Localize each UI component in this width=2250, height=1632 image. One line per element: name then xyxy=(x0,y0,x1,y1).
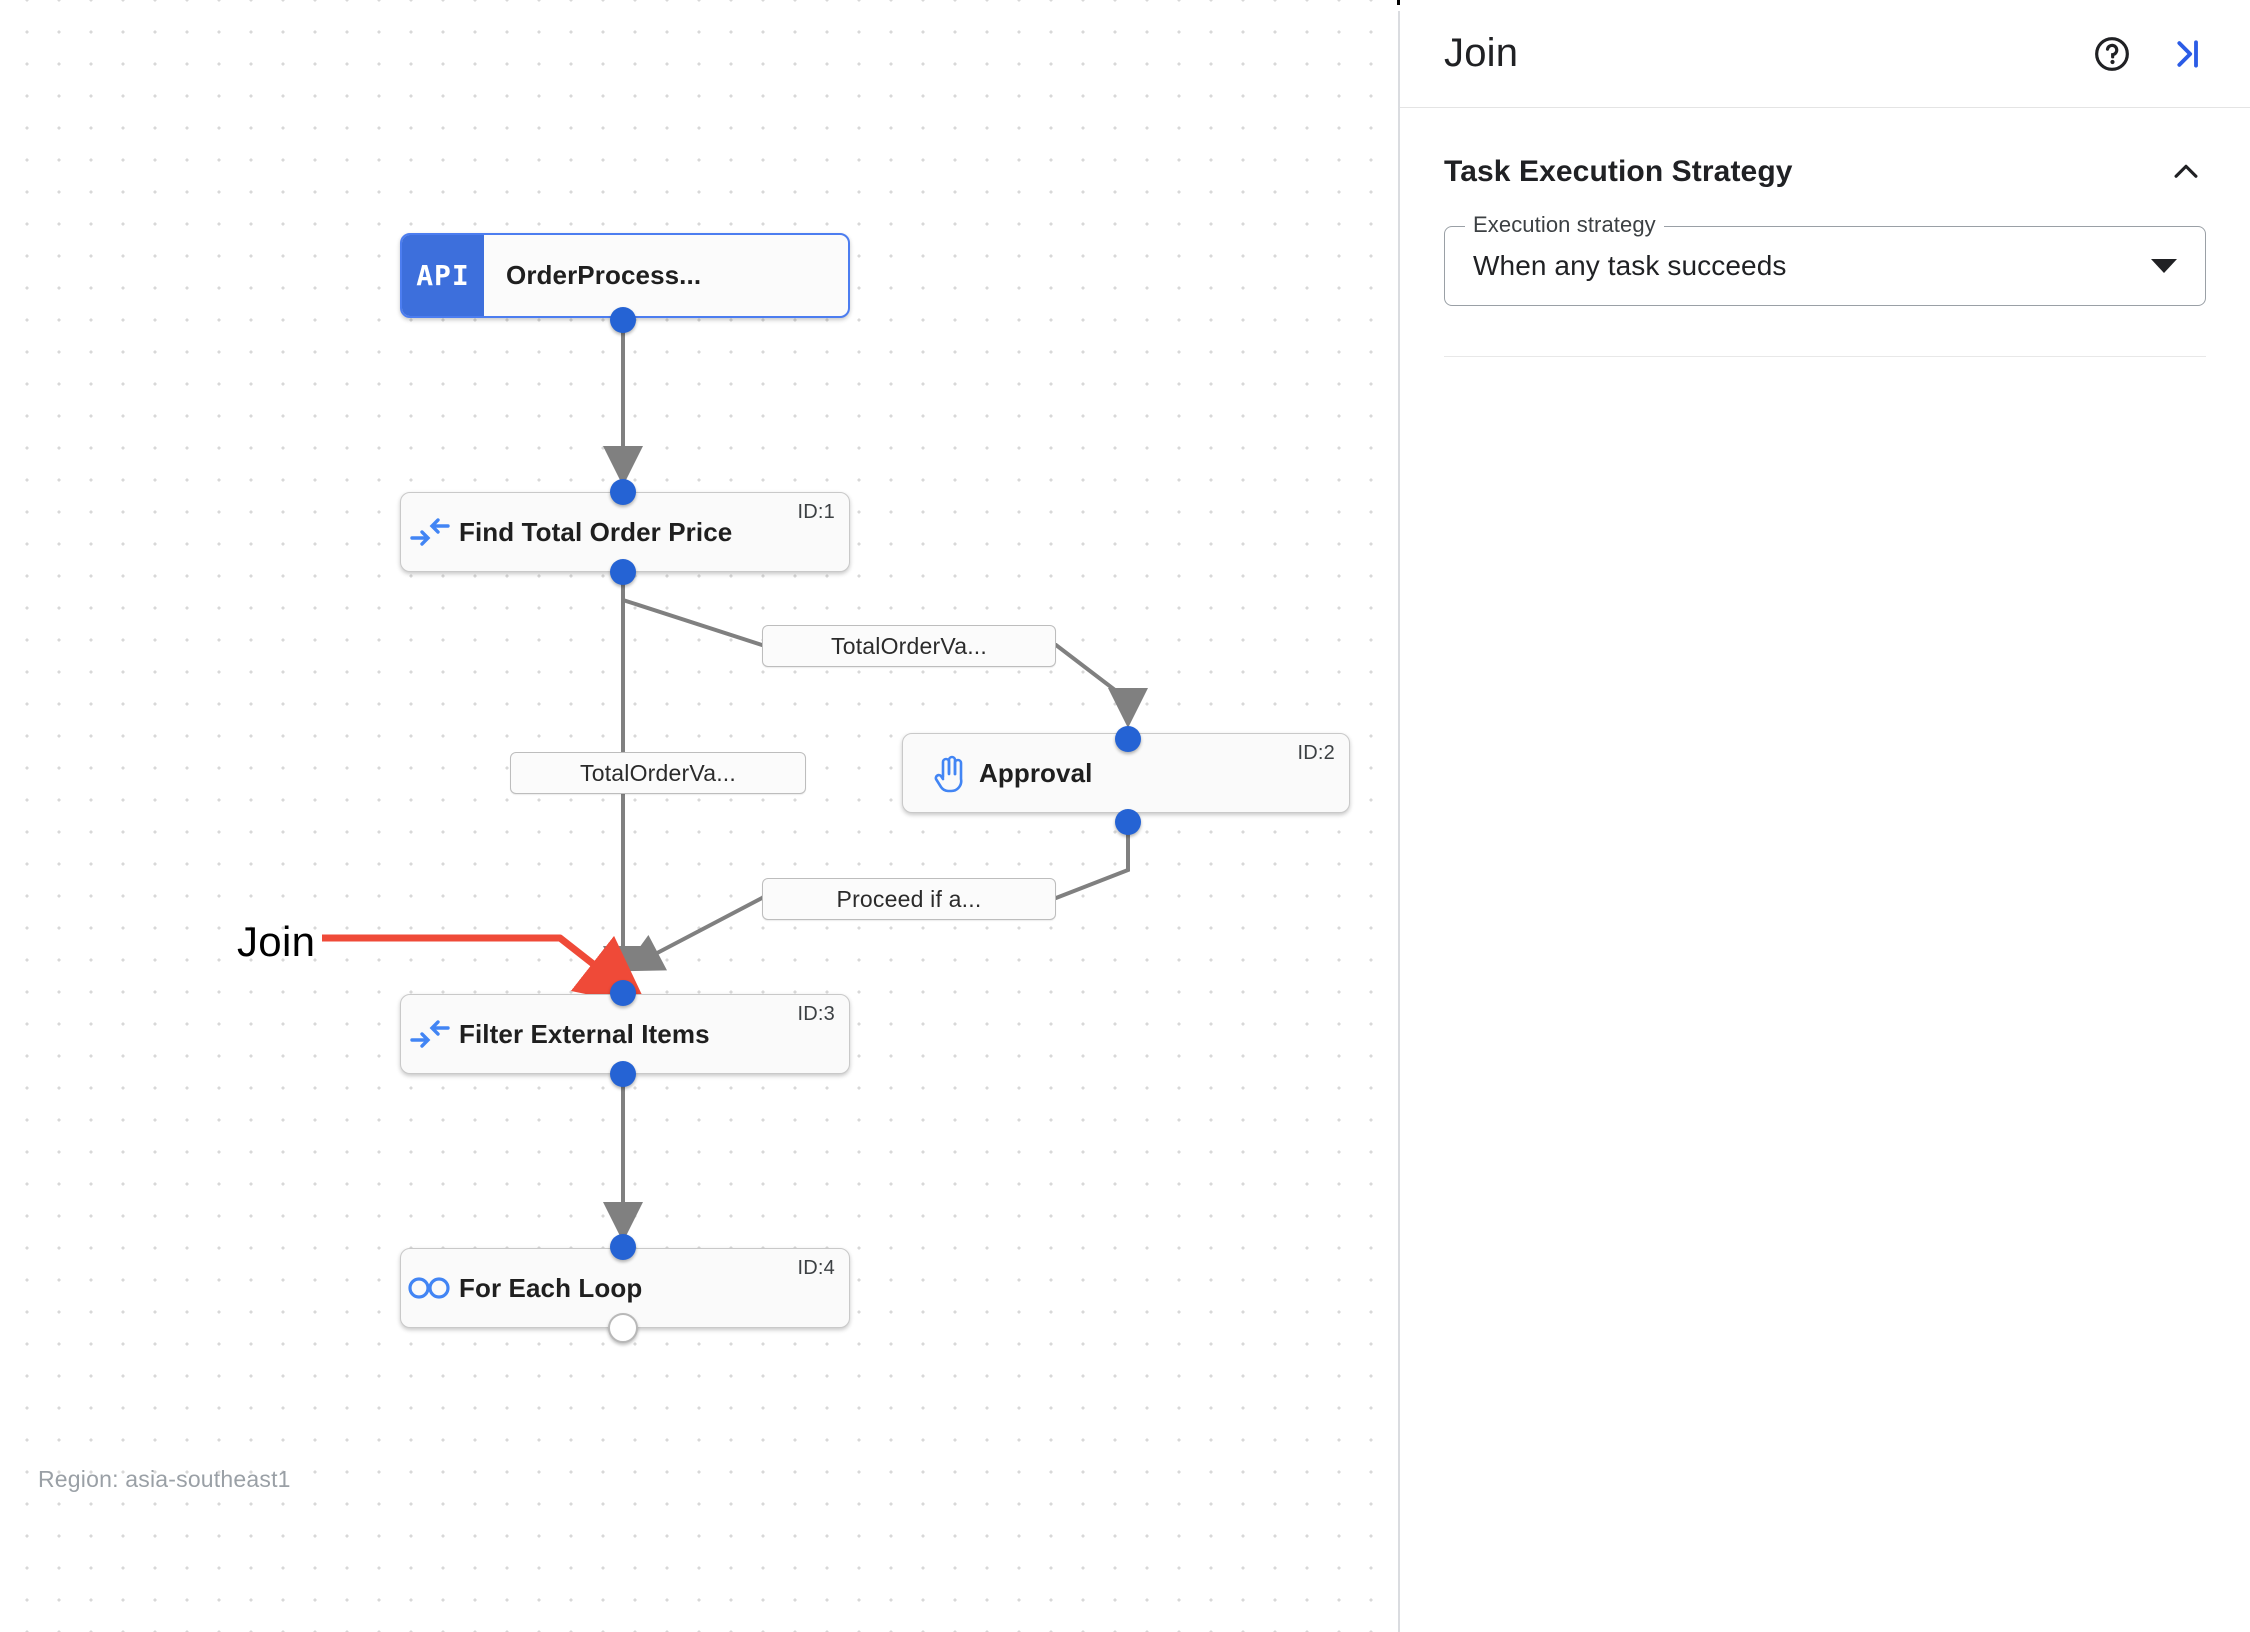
edge-label-totalordervalue-1[interactable]: TotalOrderVa... xyxy=(762,625,1056,667)
node-title: Find Total Order Price xyxy=(459,516,733,547)
panel-title: Join xyxy=(1444,31,1519,75)
connector-out-3[interactable] xyxy=(610,1061,636,1087)
panel-header: Join xyxy=(1400,0,2250,108)
execution-strategy-value: When any task succeeds xyxy=(1473,250,1787,281)
connector-in-2[interactable] xyxy=(1115,726,1141,752)
node-title: Filter External Items xyxy=(459,1018,710,1049)
node-title: OrderProcess... xyxy=(506,260,702,290)
section-header[interactable]: Task Execution Strategy xyxy=(1444,152,2206,192)
annotation-label: Join xyxy=(237,918,316,965)
connector-out-4[interactable] xyxy=(608,1313,638,1343)
section-divider xyxy=(1444,356,2206,357)
node-id-badge: ID:4 xyxy=(797,1257,835,1279)
node-id-badge: ID:1 xyxy=(797,501,835,523)
section-title: Task Execution Strategy xyxy=(1444,155,1793,188)
edge-2-to-3 xyxy=(622,822,1130,972)
annotation-arrow xyxy=(322,934,648,1007)
node-id-badge: ID:3 xyxy=(797,1003,835,1025)
connector-in-3[interactable] xyxy=(610,980,636,1006)
execution-strategy-label: Execution strategy xyxy=(1465,212,1664,238)
connector-in-1[interactable] xyxy=(610,479,636,505)
connector-out-api[interactable] xyxy=(610,307,636,333)
data-mapping-icon xyxy=(401,517,459,547)
task-execution-strategy-section: Task Execution Strategy Execution strate… xyxy=(1400,108,2250,357)
collapse-right-icon[interactable] xyxy=(2158,26,2214,82)
node-find-total-order-price[interactable]: Find Total Order Price ID:1 xyxy=(400,492,850,572)
properties-panel: Join Task Execution Strategy xyxy=(1400,0,2250,1632)
node-filter-external-items[interactable]: Filter External Items ID:3 xyxy=(400,994,850,1074)
chevron-up-icon[interactable] xyxy=(2166,152,2206,192)
execution-strategy-select[interactable]: Execution strategy When any task succeed… xyxy=(1444,212,2206,306)
flow-canvas[interactable]: API OrderProcess... Find Total Order Pri… xyxy=(0,0,1400,1632)
api-badge-icon: API xyxy=(402,235,484,316)
caret-down-icon[interactable] xyxy=(2151,259,2177,273)
node-title: For Each Loop xyxy=(459,1272,643,1303)
node-title: Approval xyxy=(979,757,1093,788)
connector-out-1[interactable] xyxy=(610,559,636,585)
hand-icon xyxy=(921,753,979,793)
edge-label-proceed-if[interactable]: Proceed if a... xyxy=(762,878,1056,920)
node-id-badge: ID:2 xyxy=(1297,742,1335,764)
connector-out-2[interactable] xyxy=(1115,809,1141,835)
region-label: Region: asia-southeast1 xyxy=(38,1466,291,1492)
node-api[interactable]: API OrderProcess... xyxy=(400,233,850,318)
edge-label-totalordervalue-2[interactable]: TotalOrderVa... xyxy=(510,752,806,794)
help-circle-icon[interactable] xyxy=(2084,26,2140,82)
data-mapping-icon xyxy=(401,1019,459,1049)
connector-in-4[interactable] xyxy=(610,1234,636,1260)
infinity-icon xyxy=(401,1275,459,1301)
